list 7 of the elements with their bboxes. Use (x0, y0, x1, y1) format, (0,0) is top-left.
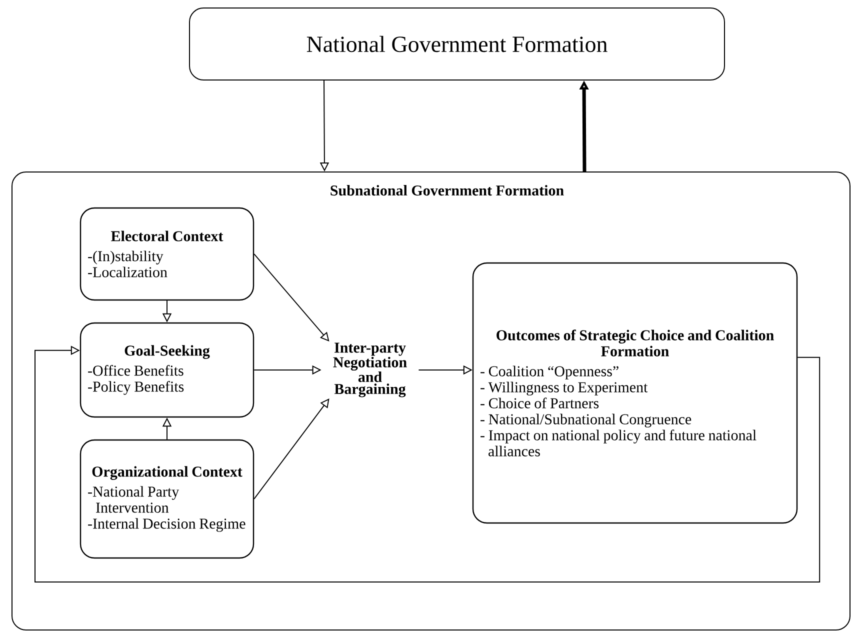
process-box: Electoral Context -(In)stability -Localization (80, 207, 254, 301)
process-box: National Government Formation (189, 8, 725, 80)
process-label: Inter-party Negotiation and Bargaining (333, 342, 407, 398)
process-box: Goal-Seeking -Office Benefits -Policy Benefits (80, 322, 254, 418)
arrow (34, 346, 820, 582)
process-box: Outcomes of Strategic Choice and Coalition Formation - Coalition “Openness” - Willingness to Experiment - Choice of Partners - National/Subnational Congruence - Impact on national policy and future national alliances (472, 262, 798, 524)
process-box: Organizational Context -National Party Intervention -Internal Decision Regime (80, 439, 254, 559)
